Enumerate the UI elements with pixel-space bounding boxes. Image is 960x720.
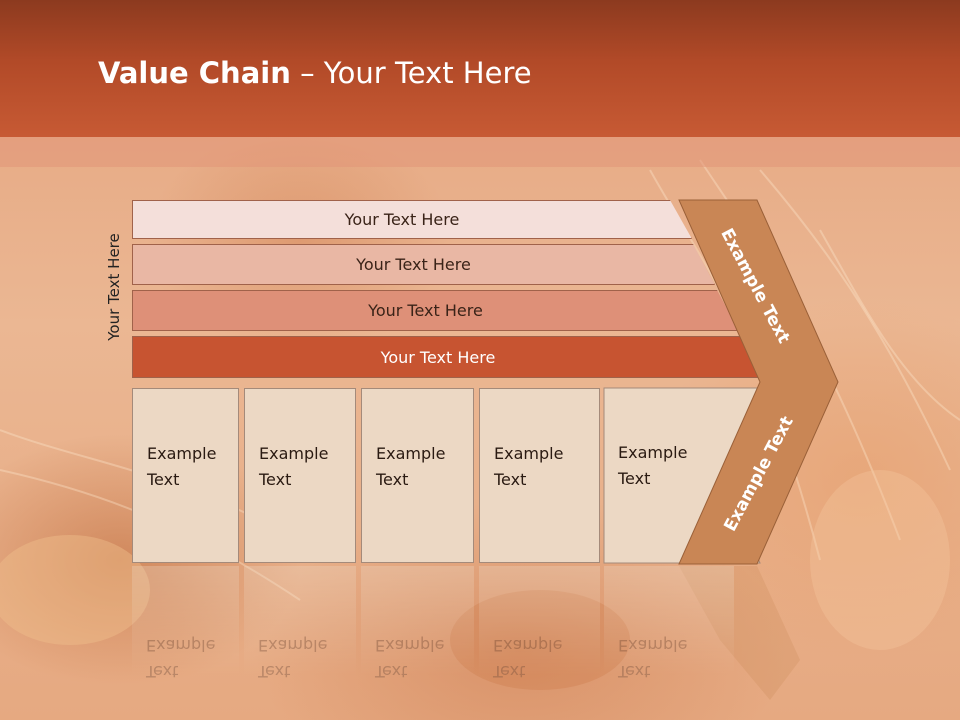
column-2-line2: Text — [259, 470, 292, 489]
column-4-line2: Text — [494, 470, 527, 489]
reflection-2-line2: Text — [258, 662, 291, 681]
title-bold: Value Chain — [98, 56, 291, 90]
title-bar — [0, 0, 960, 137]
title-rest: – Your Text Here — [290, 56, 532, 90]
value-bar-3-label: Your Text Here — [368, 301, 483, 320]
column-1-reflection: Text Example — [132, 566, 239, 681]
value-bar-4: Your Text Here — [132, 336, 764, 378]
chevron-reflection — [679, 566, 800, 700]
reflection-3-line2: Text — [375, 662, 408, 681]
column-3-reflection: Text Example — [361, 566, 474, 681]
column-5-line1: Example — [618, 443, 688, 462]
column-2-reflection: Text Example — [244, 566, 356, 681]
column-4-line1: Example — [494, 444, 564, 463]
chevron-arrow — [678, 199, 839, 565]
column-1-line2: Text — [147, 470, 180, 489]
column-3-line2: Text — [376, 470, 409, 489]
value-bar-2: Your Text Here — [132, 244, 715, 285]
column-3-line1: Example — [376, 444, 446, 463]
reflection-4-line2: Text — [493, 662, 526, 681]
reflection-1-line2: Text — [146, 662, 179, 681]
value-bar-2-label: Your Text Here — [356, 255, 471, 274]
reflection-5-line2: Text — [618, 662, 651, 681]
reflection-3-line1: Example — [375, 636, 445, 655]
column-1-line1: Example — [147, 444, 217, 463]
reflection-1-line1: Example — [146, 636, 216, 655]
reflection-5-line1: Example — [618, 636, 688, 655]
column-2-line1: Example — [259, 444, 329, 463]
column-4-reflection: Text Example — [479, 566, 600, 681]
value-bar-1: Your Text Here — [132, 200, 692, 239]
value-bar-3: Your Text Here — [132, 290, 739, 331]
value-bar-1-label: Your Text Here — [344, 210, 460, 229]
slide-title: Value Chain – Your Text Here — [98, 56, 532, 90]
column-5-line2: Text — [618, 469, 651, 488]
value-bar-4-label: Your Text Here — [380, 347, 496, 367]
reflection-4-line1: Example — [493, 636, 563, 655]
reflection-2-line1: Example — [258, 636, 328, 655]
title-band — [0, 137, 960, 167]
column-5-reflection: Text Example — [604, 566, 734, 681]
